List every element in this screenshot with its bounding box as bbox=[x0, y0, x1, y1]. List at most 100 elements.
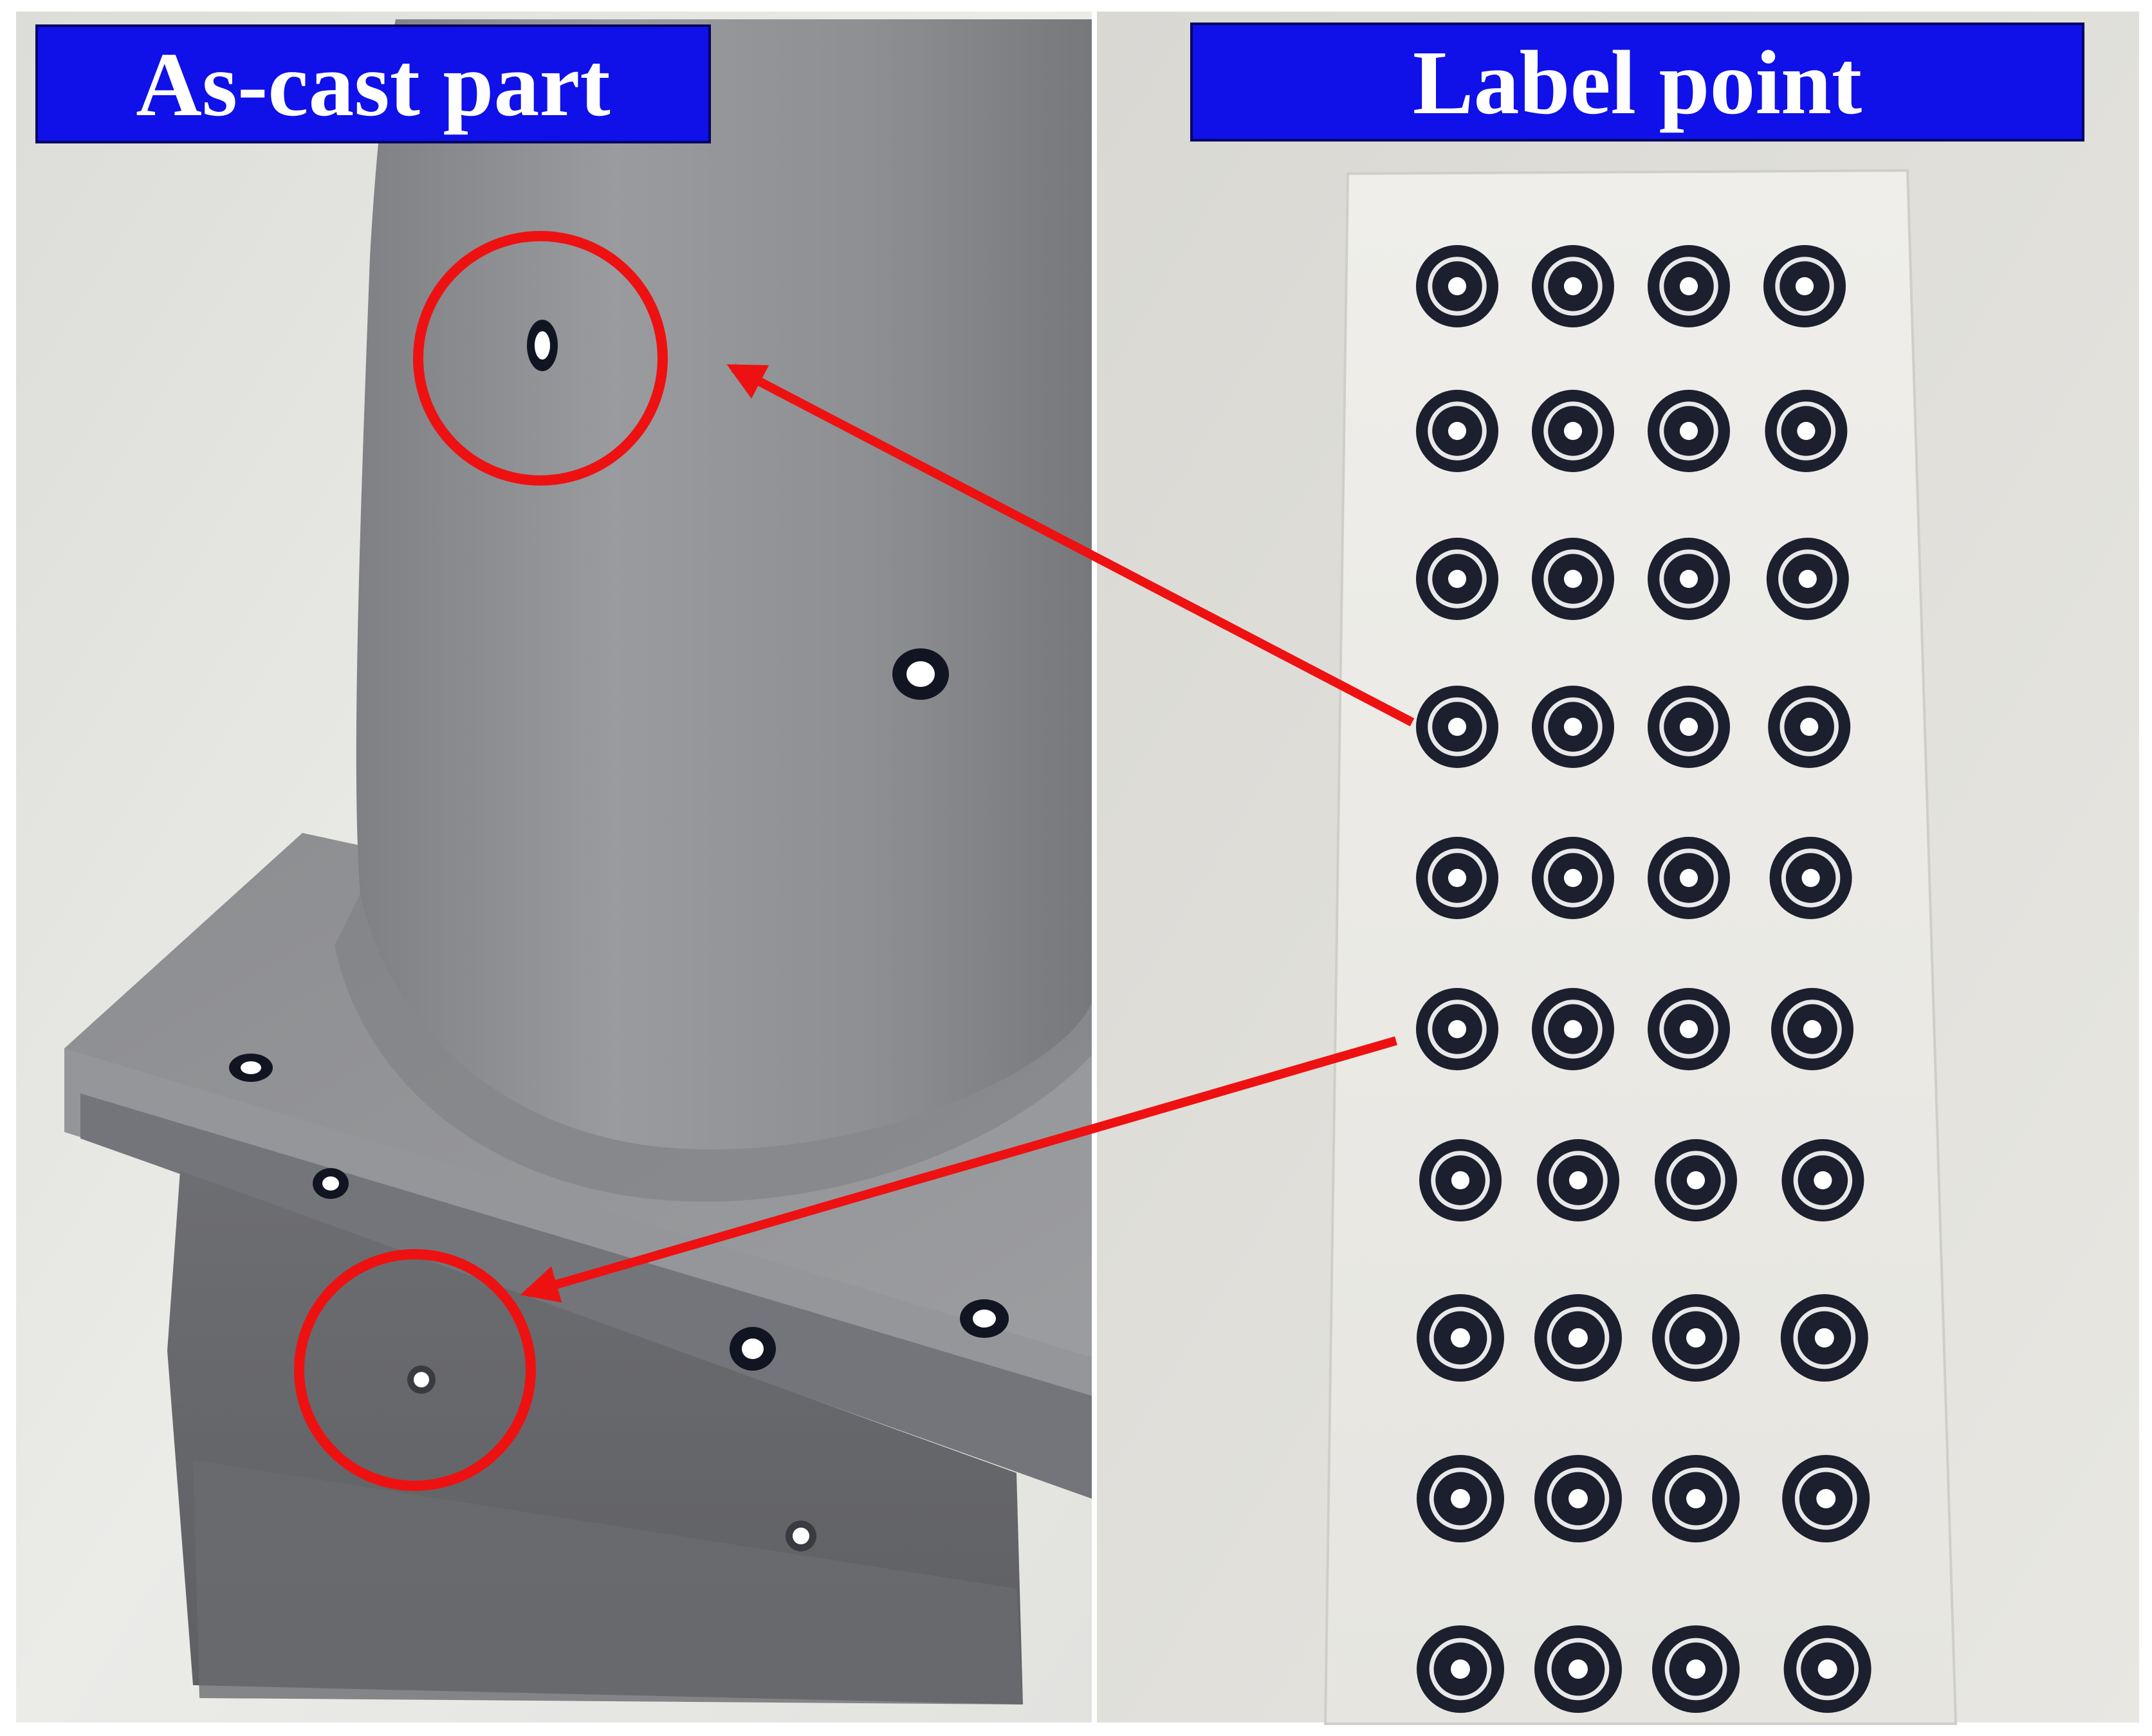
sheet-marker bbox=[1771, 988, 1853, 1070]
part-marker-center bbox=[906, 661, 935, 687]
sheet-marker bbox=[1532, 686, 1614, 768]
part-marker-center bbox=[742, 1339, 764, 1359]
marker-center-dot bbox=[1563, 868, 1583, 888]
sheet-marker bbox=[1417, 1294, 1504, 1382]
marker-ring bbox=[1429, 1638, 1492, 1701]
marker-ring bbox=[1543, 848, 1603, 908]
sheet-marker bbox=[1534, 1294, 1622, 1382]
marker-center-dot bbox=[1686, 1328, 1706, 1348]
marker-ring bbox=[1428, 549, 1487, 608]
marker-ring bbox=[1431, 1151, 1490, 1210]
sheet-marker bbox=[1416, 988, 1498, 1070]
part-marker-center bbox=[322, 1176, 339, 1191]
sheet-marker bbox=[1534, 1625, 1622, 1713]
marker-grid bbox=[1416, 245, 1872, 1713]
sheet-marker bbox=[1648, 988, 1730, 1070]
marker-ring bbox=[1775, 257, 1834, 316]
sheet-marker bbox=[1652, 1455, 1740, 1542]
marker-ring bbox=[1793, 1151, 1853, 1210]
marker-center-dot bbox=[1563, 277, 1583, 296]
label-point-sheet bbox=[1323, 169, 1958, 1725]
sheet-marker bbox=[1652, 1625, 1740, 1713]
marker-center-dot bbox=[1568, 1489, 1588, 1508]
sheet-marker bbox=[1416, 390, 1498, 472]
marker-ring bbox=[1547, 1638, 1610, 1701]
marker-ring bbox=[1659, 697, 1718, 756]
marker-ring bbox=[1547, 1467, 1610, 1530]
sheet-marker bbox=[1534, 1455, 1622, 1542]
part-marker-center bbox=[241, 1061, 261, 1074]
marker-center-dot bbox=[1563, 569, 1583, 589]
marker-center-dot bbox=[1814, 1328, 1834, 1348]
marker-center-dot bbox=[1563, 1019, 1583, 1039]
marker-center-dot bbox=[1686, 1489, 1706, 1508]
marker-center-dot bbox=[1679, 569, 1698, 589]
marker-ring bbox=[1659, 401, 1718, 461]
sheet-marker bbox=[1532, 988, 1614, 1070]
marker-ring bbox=[1428, 257, 1487, 316]
marker-center-dot bbox=[1814, 1171, 1832, 1190]
sheet-marker bbox=[1419, 1139, 1502, 1221]
marker-ring bbox=[1549, 1151, 1608, 1210]
sheet-marker bbox=[1416, 245, 1498, 327]
marker-center-dot bbox=[1800, 717, 1819, 736]
sheet-marker bbox=[1783, 1625, 1872, 1713]
marker-ring bbox=[1428, 1000, 1487, 1059]
marker-center-dot bbox=[1448, 717, 1467, 736]
upper-callout-arrow bbox=[726, 363, 1415, 727]
as-cast-part bbox=[64, 19, 1092, 1704]
sheet-marker bbox=[1655, 1139, 1737, 1221]
marker-center-dot bbox=[1448, 277, 1467, 296]
marker-ring bbox=[1794, 1467, 1857, 1530]
marker-ring bbox=[1428, 401, 1487, 461]
marker-center-dot bbox=[1679, 277, 1698, 296]
sheet-marker bbox=[1648, 390, 1730, 472]
marker-center-dot bbox=[1563, 421, 1583, 441]
marker-ring bbox=[1428, 848, 1487, 908]
sheet-marker bbox=[1652, 1294, 1740, 1382]
sheet-marker bbox=[1780, 1294, 1868, 1382]
marker-center-dot bbox=[1451, 1171, 1470, 1190]
marker-center-dot bbox=[1451, 1489, 1470, 1508]
sheet-marker bbox=[1766, 538, 1849, 620]
marker-ring bbox=[1796, 1638, 1859, 1701]
marker-ring bbox=[1664, 1306, 1727, 1369]
marker-ring bbox=[1429, 1306, 1492, 1369]
marker-center-dot bbox=[1568, 1171, 1588, 1190]
sheet-marker bbox=[1763, 245, 1846, 327]
marker-ring bbox=[1659, 257, 1718, 316]
marker-center-dot bbox=[1568, 1328, 1588, 1348]
marker-center-dot bbox=[1448, 1019, 1467, 1039]
marker-ring bbox=[1783, 1000, 1842, 1059]
sheet-marker bbox=[1648, 538, 1730, 620]
sheet-marker bbox=[1417, 1625, 1504, 1713]
marker-ring bbox=[1428, 697, 1487, 756]
upper-circled-marker bbox=[413, 231, 668, 486]
part-marker-center bbox=[793, 1528, 809, 1544]
marker-center-dot bbox=[1679, 421, 1698, 441]
marker-center-dot bbox=[1448, 868, 1467, 888]
sheet-marker bbox=[1416, 837, 1498, 919]
sheet-marker bbox=[1648, 245, 1730, 327]
marker-ring bbox=[1429, 1467, 1492, 1530]
sheet-marker bbox=[1765, 390, 1848, 472]
marker-ring bbox=[1781, 848, 1841, 908]
marker-ring bbox=[1664, 1638, 1727, 1701]
part-marker-center bbox=[973, 1310, 996, 1328]
sheet-marker bbox=[1537, 1139, 1619, 1221]
marker-center-dot bbox=[1679, 717, 1698, 736]
sheet-marker bbox=[1648, 686, 1730, 768]
marker-center-dot bbox=[1801, 868, 1820, 888]
marker-center-dot bbox=[1798, 569, 1817, 589]
sheet-marker bbox=[1532, 538, 1614, 620]
sheet-marker bbox=[1416, 538, 1498, 620]
lower-circled-marker bbox=[294, 1249, 536, 1491]
marker-center-dot bbox=[1803, 1019, 1822, 1039]
sheet-marker bbox=[1416, 686, 1498, 768]
marker-center-dot bbox=[1797, 421, 1816, 441]
marker-ring bbox=[1778, 549, 1837, 608]
marker-center-dot bbox=[1686, 1659, 1706, 1679]
sheet-marker bbox=[1769, 837, 1852, 919]
